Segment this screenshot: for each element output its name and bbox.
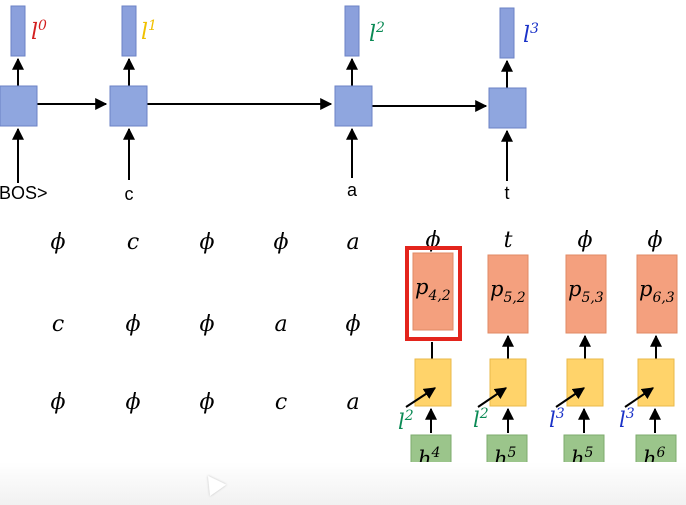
- grid-cell: ϕ: [346, 312, 361, 337]
- hidden-cell: [489, 358, 527, 407]
- l-label: l2: [473, 406, 489, 432]
- bottom-fade: [0, 462, 686, 505]
- rnn-cell: [109, 85, 148, 127]
- grid-cell: ϕ: [200, 312, 215, 337]
- probability-label: p5,2: [490, 277, 526, 306]
- probability-label: p6,3: [639, 277, 675, 306]
- grid-cell: ϕ: [51, 390, 66, 415]
- alignment-grid: ϕ c ϕ ϕ a c ϕ ϕ a ϕ ϕ ϕ ϕ c a ϕ t ϕ ϕ: [51, 228, 663, 415]
- l-label: l3: [549, 406, 565, 432]
- grid-cell: a: [274, 312, 287, 337]
- grid-cell: c: [275, 390, 287, 415]
- diagonal-arrow: [477, 387, 507, 408]
- hidden-cell: [637, 358, 675, 407]
- rnn-step-1: c l1: [109, 5, 157, 204]
- grid-cell: ϕ: [51, 230, 66, 255]
- output-bar: [344, 5, 360, 57]
- decoder-unit-0: p4,2 h4 l2: [398, 246, 462, 482]
- diagonal-arrow: [555, 387, 585, 408]
- grid-cell: a: [346, 390, 359, 415]
- probability-box: [565, 254, 607, 334]
- hidden-cell: [414, 358, 452, 407]
- diagonal-arrow: [405, 387, 437, 408]
- decoder-unit-1: p5,2 h5 l2: [473, 254, 529, 482]
- output-label: l3: [523, 21, 539, 48]
- probability-box: [487, 254, 529, 334]
- output-bar: [121, 5, 137, 57]
- grid-cell: ϕ: [126, 390, 141, 415]
- column-top-label: ϕ: [578, 228, 593, 253]
- rnn-step-0: <BOS> l0: [0, 5, 48, 203]
- decoder-unit-2: p5,3 h5 l3: [549, 254, 607, 482]
- rnn-step-2: a l2: [334, 5, 385, 200]
- grid-cell: c: [52, 312, 64, 337]
- l-label: l2: [398, 408, 414, 434]
- l-label: l3: [619, 406, 635, 432]
- input-label: <BOS>: [0, 183, 48, 203]
- hidden-cell: [566, 358, 604, 407]
- highlight-frame: [405, 246, 462, 341]
- input-label: t: [504, 183, 509, 203]
- output-label: l2: [369, 20, 385, 47]
- output-label: l1: [141, 18, 157, 45]
- probability-label: p4,2: [415, 275, 451, 304]
- probability-box: [412, 252, 454, 331]
- grid-cell: ϕ: [274, 230, 289, 255]
- rnn-cell: [488, 87, 527, 129]
- output-bar: [499, 7, 515, 59]
- grid-cell: c: [127, 230, 139, 255]
- probability-box: [636, 254, 678, 334]
- decoder-unit-3: p6,3 h6 l3: [619, 254, 678, 482]
- output-bar: [10, 5, 26, 57]
- grid-cell: ϕ: [200, 390, 215, 415]
- diagonal-arrow: [624, 387, 654, 408]
- input-label: a: [347, 180, 358, 200]
- rnn-top-section: <BOS> l0 c l1 a l2 t l3: [0, 5, 539, 204]
- column-top-label: t: [504, 228, 513, 253]
- rnn-cell: [0, 85, 38, 127]
- grid-cell: ϕ: [200, 230, 215, 255]
- rnn-step-3: t l3: [488, 7, 539, 203]
- grid-cell: ϕ: [126, 312, 141, 337]
- output-label: l0: [31, 18, 47, 45]
- input-label: c: [125, 184, 134, 204]
- grid-cell: a: [346, 230, 359, 255]
- column-top-label: ϕ: [648, 228, 663, 253]
- rnn-cell: [334, 85, 373, 127]
- probability-label: p5,3: [568, 277, 604, 306]
